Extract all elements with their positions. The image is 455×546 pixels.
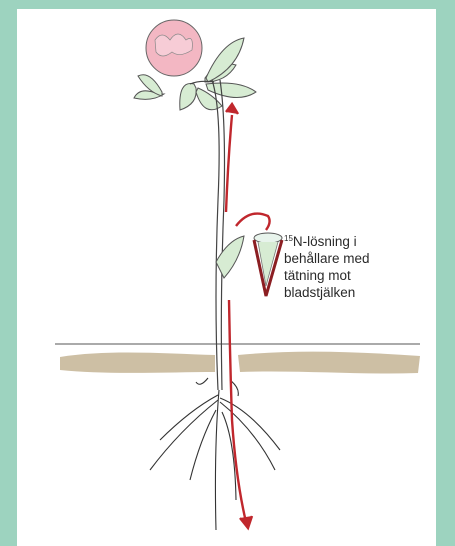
label-line-2: behållare med: [284, 251, 370, 266]
solution-label: 15N-lösning i behållare med tätning mot …: [284, 230, 404, 301]
roots: [150, 378, 280, 530]
nitrogen-flow-arrows: [226, 104, 270, 528]
label-line-3: tätning mot: [284, 268, 351, 283]
solution-container: [254, 233, 282, 296]
soil-layer: [55, 344, 420, 373]
petiole-leaf: [216, 236, 244, 278]
isotope-superscript: 15: [284, 234, 293, 243]
label-line-1: N-lösning i: [293, 234, 357, 249]
clover-flower: [146, 20, 202, 76]
label-line-4: bladstjälken: [284, 285, 355, 300]
